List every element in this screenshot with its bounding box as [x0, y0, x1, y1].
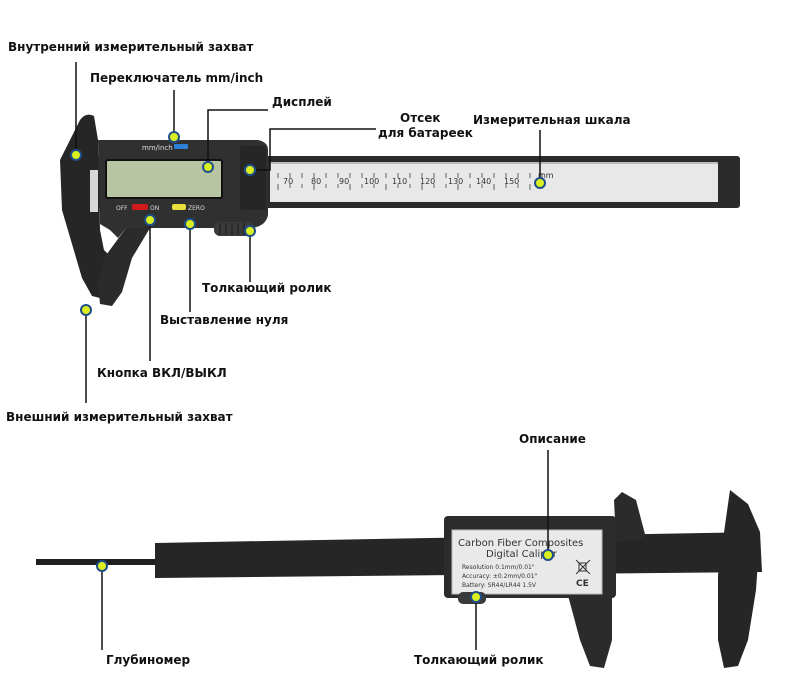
on-text: ON — [150, 205, 159, 212]
scale-number: 140 — [476, 177, 491, 186]
marker-description — [542, 549, 554, 561]
marker-thumb-roller-bottom — [470, 591, 482, 603]
weee-bin-icon — [575, 559, 591, 575]
leader-lines — [75, 62, 549, 650]
scale-number: 70 — [283, 177, 293, 186]
label-thumb-roller-bottom: Толкающий ролик — [414, 653, 544, 667]
scale-number: 80 — [311, 177, 321, 186]
plate-title: Carbon Fiber Composites — [458, 538, 583, 549]
plate-battery: Battery: SR44/LR44 1.5V — [462, 582, 537, 589]
label-thumb-roller-top: Толкающий ролик — [202, 281, 332, 295]
scale-number: 100 — [364, 177, 379, 186]
marker-display — [202, 161, 214, 173]
top-caliper: 70 80 90 100 110 120 130 140 150 mm mm/i… — [60, 114, 740, 306]
lcd-screen — [105, 159, 223, 199]
label-mm-inch-switch: Переключатель mm/inch — [90, 71, 264, 85]
label-outer-jaw: Внешний измерительный захват — [6, 410, 233, 424]
label-battery-line2: для батареек — [378, 126, 473, 140]
scale-number: 90 — [339, 177, 349, 186]
plate-resolution: Resolution 0.1mm/0.01" — [462, 564, 535, 571]
marker-thumb-roller-top — [244, 225, 256, 237]
markers — [70, 131, 554, 603]
moving-jaw — [98, 228, 150, 306]
bottom-caliper: Carbon Fiber Composites Digital Caliper … — [36, 490, 762, 668]
marker-depth-gauge — [96, 560, 108, 572]
label-inner-jaw: Внутренний измерительный захват — [8, 40, 254, 54]
marker-mm-inch — [168, 131, 180, 143]
label-zero: Выставление нуля — [160, 313, 289, 327]
bottom-fixed-jaw — [718, 490, 760, 668]
off-text: OFF — [116, 205, 128, 212]
plate-accuracy: Accuracy: ±0.2mm/0.01" — [462, 573, 538, 580]
bottom-lower-jaw — [566, 588, 612, 668]
label-depth-gauge: Глубиномер — [106, 653, 191, 667]
bottom-upper-jaw — [614, 492, 646, 542]
marker-inner-jaw — [70, 149, 82, 161]
scale-number: 120 — [420, 177, 435, 186]
mm-switch — [174, 144, 188, 149]
scale-unit: mm — [538, 171, 554, 180]
scale-strip — [270, 162, 718, 202]
marker-scale — [534, 177, 546, 189]
marker-outer-jaw — [80, 304, 92, 316]
label-display: Дисплей — [272, 95, 332, 109]
marker-battery — [244, 164, 256, 176]
scale-number: 150 — [504, 177, 519, 186]
label-power: Кнопка ВКЛ/ВЫКЛ — [97, 366, 227, 380]
label-scale: Измерительная шкала — [473, 113, 631, 127]
info-plate — [451, 529, 603, 595]
zero-text: ZERO — [188, 205, 205, 212]
marker-power — [144, 214, 156, 226]
scale-number: 130 — [448, 177, 463, 186]
mm-inch-text: mm/inch — [142, 144, 173, 152]
plate-subtitle: Digital Caliper — [486, 549, 558, 560]
off-button — [132, 204, 148, 210]
ce-mark: CE — [576, 579, 589, 589]
zero-button — [172, 204, 186, 210]
label-description: Описание — [519, 432, 586, 446]
marker-zero — [184, 218, 196, 230]
scale-number: 110 — [392, 177, 407, 186]
label-battery-line1: Отсек — [400, 111, 441, 125]
scale-ticks — [277, 173, 543, 190]
